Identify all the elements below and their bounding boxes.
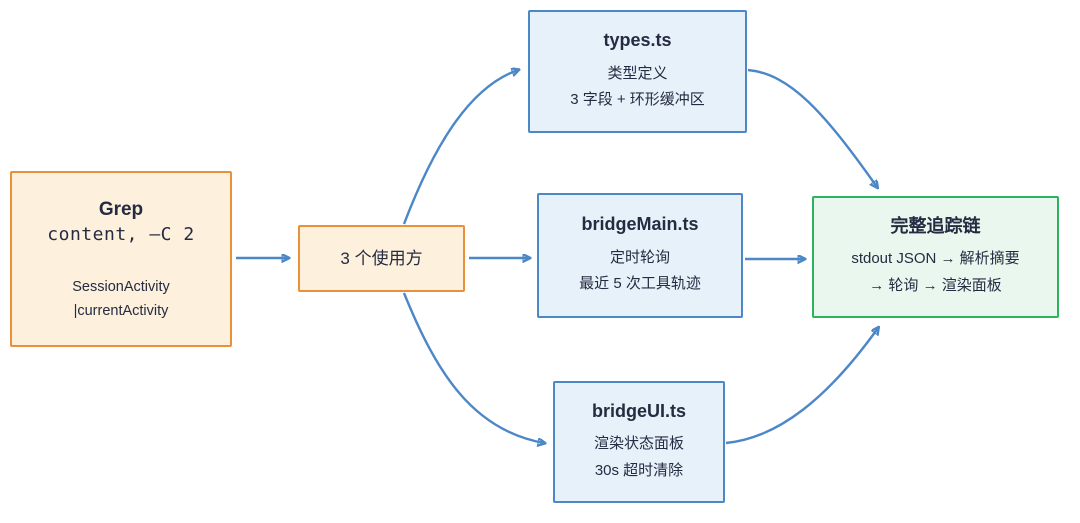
types-ts-title: types.ts (603, 30, 672, 50)
node-bridge-ui-ts: bridgeUI.ts 渲染状态面板 30s 超时清除 (553, 381, 725, 503)
consumers-label: 3 个使用方 (340, 248, 423, 268)
node-grep-source: Grep content, –C 2 SessionActivity |curr… (10, 171, 232, 347)
node-types-ts: types.ts 类型定义 3 字段 + 环形缓冲区 (528, 10, 747, 133)
arrow-consumers-to-bridge-ui (402, 292, 544, 443)
types-ts-line-1: 类型定义 (607, 64, 668, 82)
bridge-main-ts-line-1: 定时轮询 (609, 248, 670, 266)
node-full-trace-chain: 完整追踪链 stdout JSON → 解析摘要 → 轮询 → 渲染面板 (812, 196, 1059, 318)
full-trace-chain-title: 完整追踪链 (890, 215, 981, 236)
grep-source-pattern-line-2: |currentActivity (73, 303, 169, 320)
bridge-ui-ts-line-2: 30s 超时清除 (594, 461, 684, 479)
bridge-ui-ts-title: bridgeUI.ts (591, 400, 686, 421)
node-bridge-main-ts: bridgeMain.ts 定时轮询 最近 5 次工具轨迹 (537, 193, 743, 318)
types-ts-line-2: 3 字段 + 环形缓冲区 (570, 91, 705, 109)
grep-source-command: content, –C 2 (47, 223, 195, 245)
arrow-consumers-to-types (402, 70, 518, 225)
grep-source-title: Grep (98, 198, 144, 220)
arrow-bridge-ui-to-result (725, 328, 878, 445)
full-trace-chain-line-2: → 轮询 → 渲染面板 (869, 276, 1002, 294)
full-trace-chain-line-1: stdout JSON → 解析摘要 (851, 250, 1020, 267)
bridge-main-ts-title: bridgeMain.ts (581, 214, 699, 234)
arrow-types-to-result (747, 68, 877, 187)
grep-source-pattern-line-1: SessionActivity (72, 279, 170, 295)
bridge-ui-ts-line-1: 渲染状态面板 (593, 435, 684, 452)
node-consumers: 3 个使用方 (298, 225, 465, 292)
bridge-main-ts-line-2: 最近 5 次工具轨迹 (579, 275, 701, 293)
